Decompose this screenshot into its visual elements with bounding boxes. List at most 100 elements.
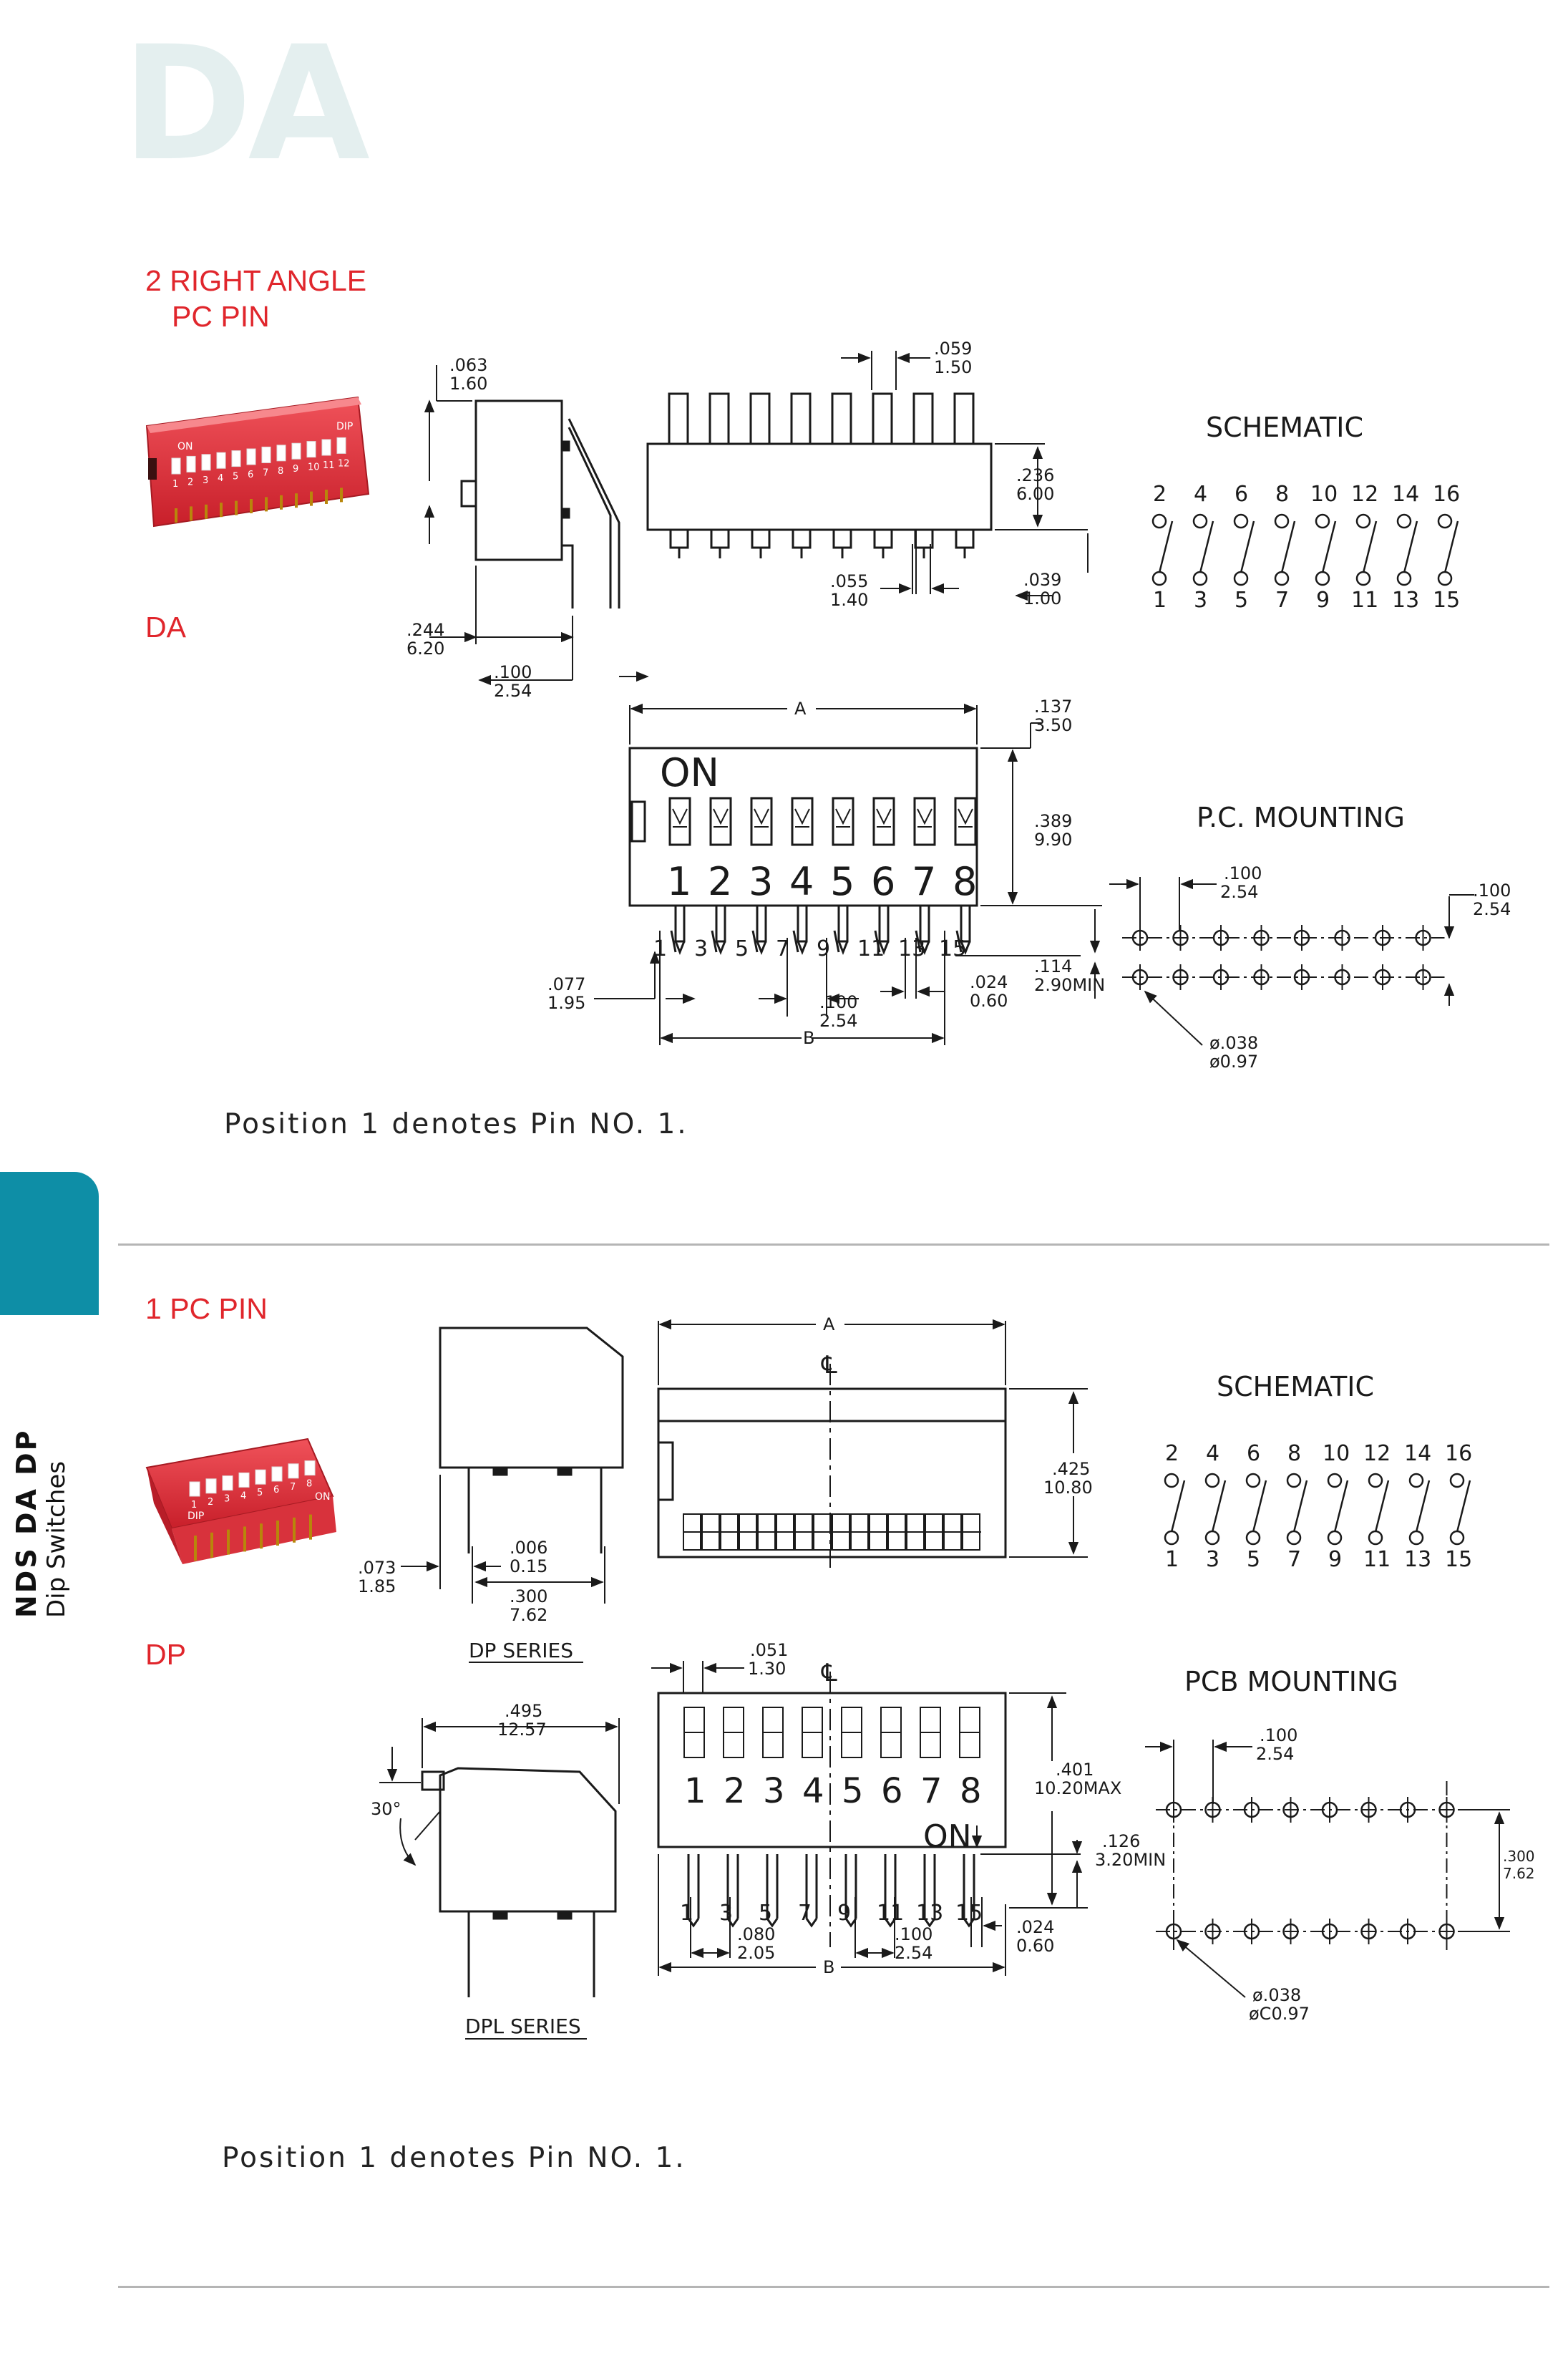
schematic-contact (1408, 1473, 1424, 1488)
dim: .024 (970, 972, 1008, 992)
photo-switch-lever (276, 445, 286, 462)
dim: .063 (449, 355, 487, 375)
top-switch-lever (672, 808, 688, 828)
schematic-top-label: 6 (1247, 1441, 1260, 1466)
schematic-switch-arm (1321, 520, 1337, 573)
dim: .100 (1260, 1725, 1297, 1745)
top-switch-lever (917, 808, 932, 828)
schematic-contact (1245, 1530, 1261, 1546)
top-switch-slot (872, 797, 895, 846)
top-pin (797, 904, 808, 943)
schematic-bottom-label: 3 (1194, 588, 1207, 613)
top-pin-tip (963, 1918, 975, 1928)
schematic-contact (1449, 1473, 1465, 1488)
top-position-number: 3 (763, 1771, 785, 1811)
top-pin (837, 904, 849, 943)
schematic-switch-arm (1252, 1480, 1267, 1533)
front-pin-base (710, 528, 730, 549)
top-pin-mark (670, 930, 677, 953)
dp-top-on: ON (923, 1818, 972, 1855)
front-switch-cap (790, 392, 812, 445)
photo-switch-number: 8 (306, 1479, 312, 1490)
photo-switch-number: 3 (224, 1494, 230, 1505)
schematic-bottom-label: 1 (1165, 1547, 1179, 1572)
schematic-top-label: 16 (1445, 1441, 1472, 1466)
photo-switch-number: 12 (338, 458, 350, 469)
centerline: ℄ (821, 1351, 837, 1380)
top-pin-tip (919, 941, 930, 956)
photo-switch-number: 1 (172, 479, 178, 490)
schematic-bottom-label: 7 (1275, 588, 1289, 613)
photo-switch-lever (201, 454, 211, 471)
dim: .100 (1473, 881, 1511, 901)
schematic-bottom-label: 13 (1404, 1547, 1431, 1572)
photo-switch-number: 4 (218, 473, 223, 484)
schematic-contact (1327, 1530, 1343, 1546)
dim: ø.038 (1209, 1033, 1258, 1053)
pin-number: 5 (759, 1901, 772, 1926)
photo-switch-number: 6 (248, 470, 253, 480)
top-pin-tip (797, 941, 808, 956)
photo-switch-lever (271, 1466, 283, 1482)
pin-number: 1 (680, 1901, 693, 1926)
photo-switch-lever (288, 1463, 299, 1479)
top-switch-lever (794, 808, 810, 828)
top-switch-lever (754, 808, 769, 828)
pin-number: 7 (776, 936, 789, 961)
dim: 1.40 (830, 590, 868, 610)
front-pin-base (751, 528, 771, 549)
dim: .059 (934, 339, 972, 359)
photo-switch-number: 9 (293, 464, 298, 475)
dim: 2.05 (737, 1943, 775, 1963)
schematic-contact (1368, 1473, 1383, 1488)
front-switch-cap (668, 392, 689, 445)
dim: .100 (1224, 863, 1262, 883)
dim: .055 (830, 571, 868, 591)
top-position-number: 6 (881, 1771, 903, 1811)
top-pin-tip (837, 941, 849, 956)
dp-schematic-title: SCHEMATIC (1217, 1371, 1374, 1402)
pin-number: 9 (837, 1901, 851, 1926)
pin-number: 7 (798, 1901, 812, 1926)
front-pin-base (873, 528, 893, 549)
schematic-switch-arm (1199, 520, 1214, 573)
dim: 1.30 (748, 1659, 786, 1679)
da-schematic-title: SCHEMATIC (1206, 412, 1363, 443)
schematic-contact (1355, 571, 1371, 586)
top-switch-slot (832, 797, 854, 846)
photo-switch-number: 3 (203, 475, 208, 486)
top-switch-slot (913, 797, 936, 846)
schematic-contact (1449, 1530, 1465, 1546)
dim: .073 (358, 1558, 396, 1578)
dp-title: 1 PC PIN (145, 1292, 268, 1325)
watermark-title: DA (122, 12, 370, 195)
da-top-on: ON (660, 750, 719, 795)
top-pin-mark (833, 930, 840, 953)
schematic-contact (1437, 571, 1453, 586)
schematic-contact (1315, 513, 1330, 529)
photo-switch-lever (304, 1460, 316, 1476)
schematic-bottom-label: 15 (1433, 588, 1460, 613)
pin-number: 15 (939, 936, 966, 961)
dim: ø.038 (1252, 1985, 1301, 2005)
dim-a: A (823, 1314, 835, 1334)
photo-switch-lever (231, 450, 241, 467)
schematic-switch-arm (1240, 520, 1255, 573)
dim: 1.50 (934, 357, 972, 377)
da-front-view (646, 392, 993, 558)
schematic-switch-arm (1456, 1480, 1471, 1533)
schematic-top-label: 12 (1363, 1441, 1391, 1466)
schematic-contact (1151, 513, 1167, 529)
schematic-contact (1233, 513, 1249, 529)
dim: 1.95 (547, 993, 585, 1013)
dim: 2.54 (1256, 1744, 1294, 1764)
schematic-bottom-label: 5 (1247, 1547, 1260, 1572)
photo-switch-number: 11 (323, 460, 335, 471)
schematic-switch-arm (1292, 1480, 1308, 1533)
top-position-number: 4 (789, 859, 814, 904)
photo-switch-lever (189, 1481, 200, 1497)
top-pin-tip (923, 1918, 936, 1928)
top-position-number: 2 (708, 859, 732, 904)
schematic-top-label: 2 (1165, 1441, 1179, 1466)
schematic-contact (1192, 571, 1208, 586)
